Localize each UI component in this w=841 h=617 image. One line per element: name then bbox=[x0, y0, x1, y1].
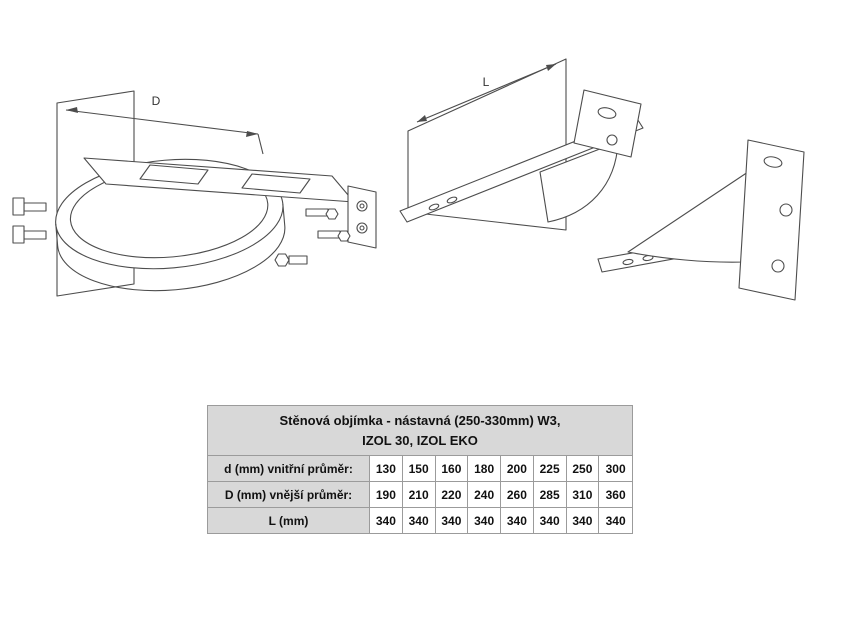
dimension-line-l bbox=[416, 63, 557, 123]
technical-drawings: D bbox=[12, 58, 805, 301]
side-bracket-mount-plate bbox=[738, 139, 805, 301]
table-cell: 340 bbox=[599, 508, 632, 533]
clamp-right-hardware bbox=[274, 185, 377, 267]
row-label-inner-diameter: d (mm) vnitřní průměr: bbox=[208, 456, 370, 482]
table-cell: 225 bbox=[533, 456, 567, 482]
spec-table-title: Stěnová objímka - nástavná (250-330mm) W… bbox=[208, 406, 632, 456]
table-cell: 260 bbox=[501, 482, 534, 508]
dimension-label-d: D bbox=[152, 94, 161, 108]
dimension-label-l: L bbox=[483, 75, 490, 89]
table-cell: 340 bbox=[370, 508, 403, 533]
side-bracket-gusset bbox=[627, 171, 749, 263]
table-cell: 340 bbox=[501, 508, 534, 533]
clamp-left-bolts bbox=[12, 197, 47, 244]
table-cell: 190 bbox=[370, 482, 403, 508]
table-cell: 285 bbox=[533, 482, 567, 508]
table-cell: 300 bbox=[599, 456, 632, 482]
table-cell: 180 bbox=[468, 456, 501, 482]
table-cell: 250 bbox=[566, 456, 600, 482]
bracket-mount-plate bbox=[573, 89, 642, 158]
table-cell: 340 bbox=[402, 508, 436, 533]
table-cell: 200 bbox=[501, 456, 534, 482]
table-cell: 220 bbox=[435, 482, 469, 508]
table-cell: 240 bbox=[468, 482, 501, 508]
bracket-side-figure bbox=[597, 139, 805, 301]
table-cell: 340 bbox=[468, 508, 501, 533]
row-label-outer-diameter: D (mm) vnější průměr: bbox=[208, 482, 370, 508]
table-cell: 310 bbox=[566, 482, 600, 508]
dimension-line-d bbox=[65, 107, 264, 155]
table-cell: 360 bbox=[599, 482, 632, 508]
table-cell: 210 bbox=[402, 482, 436, 508]
table-cell: 340 bbox=[533, 508, 567, 533]
row-label-length: L (mm) bbox=[208, 508, 370, 533]
table-cell: 150 bbox=[402, 456, 436, 482]
table-cell: 130 bbox=[370, 456, 403, 482]
table-cell: 340 bbox=[435, 508, 469, 533]
spec-table: Stěnová objímka - nástavná (250-330mm) W… bbox=[207, 405, 633, 534]
clamp-figure: D bbox=[12, 90, 377, 297]
table-cell: 340 bbox=[566, 508, 600, 533]
spec-table-grid: d (mm) vnitřní průměr: 130 150 160 180 2… bbox=[208, 456, 632, 533]
table-cell: 160 bbox=[435, 456, 469, 482]
bracket-front-figure: L bbox=[399, 58, 644, 231]
bracket-section-plane bbox=[407, 58, 567, 231]
